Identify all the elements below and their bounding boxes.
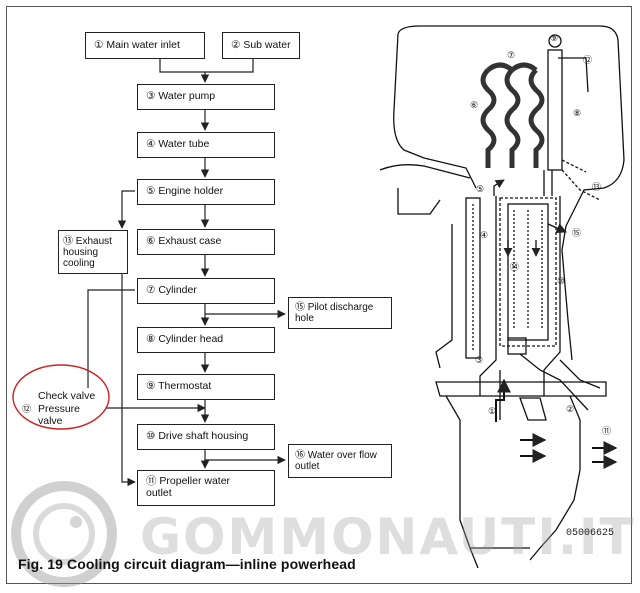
- engine-callout: ⑤: [476, 184, 485, 194]
- water-tube-box: ④ Water tube: [137, 132, 275, 158]
- engine-callout: ④: [480, 230, 489, 240]
- engine-drawing: [379, 25, 625, 569]
- exhaust-case-box: ⑥ Exhaust case: [137, 229, 275, 255]
- main-water-inlet-box: ① Main water inlet: [85, 32, 205, 59]
- engine-callout: ⑮: [572, 228, 582, 238]
- engine-holder-box: ⑤ Engine holder: [137, 179, 275, 205]
- engine-callout: ⑫: [583, 55, 593, 65]
- watermark-logo-icon: [11, 481, 117, 587]
- pressure-valve-label: Pressure valve: [38, 403, 81, 428]
- figure-code: 05006625: [566, 528, 615, 539]
- engine-callout: ②: [566, 404, 575, 414]
- water-pump-box: ③ Water pump: [137, 84, 275, 110]
- engine-callout: ⑧: [573, 108, 582, 118]
- engine-callout: ⑨: [550, 33, 559, 43]
- engine-callout: ③: [475, 355, 484, 365]
- figure-caption: Fig. 19 Cooling circuit diagram—inline p…: [18, 556, 356, 572]
- watermark-text: GOMMONAUTI.IT: [140, 508, 636, 566]
- pilot-discharge-hole-box: ⑮ Pilot discharge hole: [288, 297, 392, 329]
- engine-callout: ⑥: [470, 100, 479, 110]
- thermostat-box: ⑨ Thermostat: [137, 374, 275, 400]
- engine-callout: ⑬: [592, 182, 602, 192]
- figure-frame: [6, 6, 632, 584]
- engine-callout: ⑪: [602, 426, 612, 436]
- engine-callout: ⑦: [507, 50, 516, 60]
- pressure-valve-number: ⑫: [22, 404, 32, 414]
- drive-shaft-housing-box: ⑩ Drive shaft housing: [137, 424, 275, 450]
- sub-water-box: ② Sub water: [222, 32, 300, 59]
- engine-callout: ⑩: [557, 276, 566, 286]
- cylinder-head-box: ⑧ Cylinder head: [137, 327, 275, 353]
- highlight-circle: [12, 364, 110, 430]
- cylinder-box: ⑦ Cylinder: [137, 278, 275, 304]
- engine-callout: ①: [488, 406, 497, 416]
- water-over-flow-outlet-box: ⑯ Water over flow outlet: [288, 444, 392, 478]
- engine-callout: ⑭: [510, 262, 520, 272]
- exhaust-housing-cooling-box: ⑬ Exhaust housing cooling: [58, 230, 128, 274]
- propeller-water-outlet-box: ⑪ Propeller water outlet: [137, 470, 275, 506]
- check-valve-label: Check valve: [38, 390, 96, 402]
